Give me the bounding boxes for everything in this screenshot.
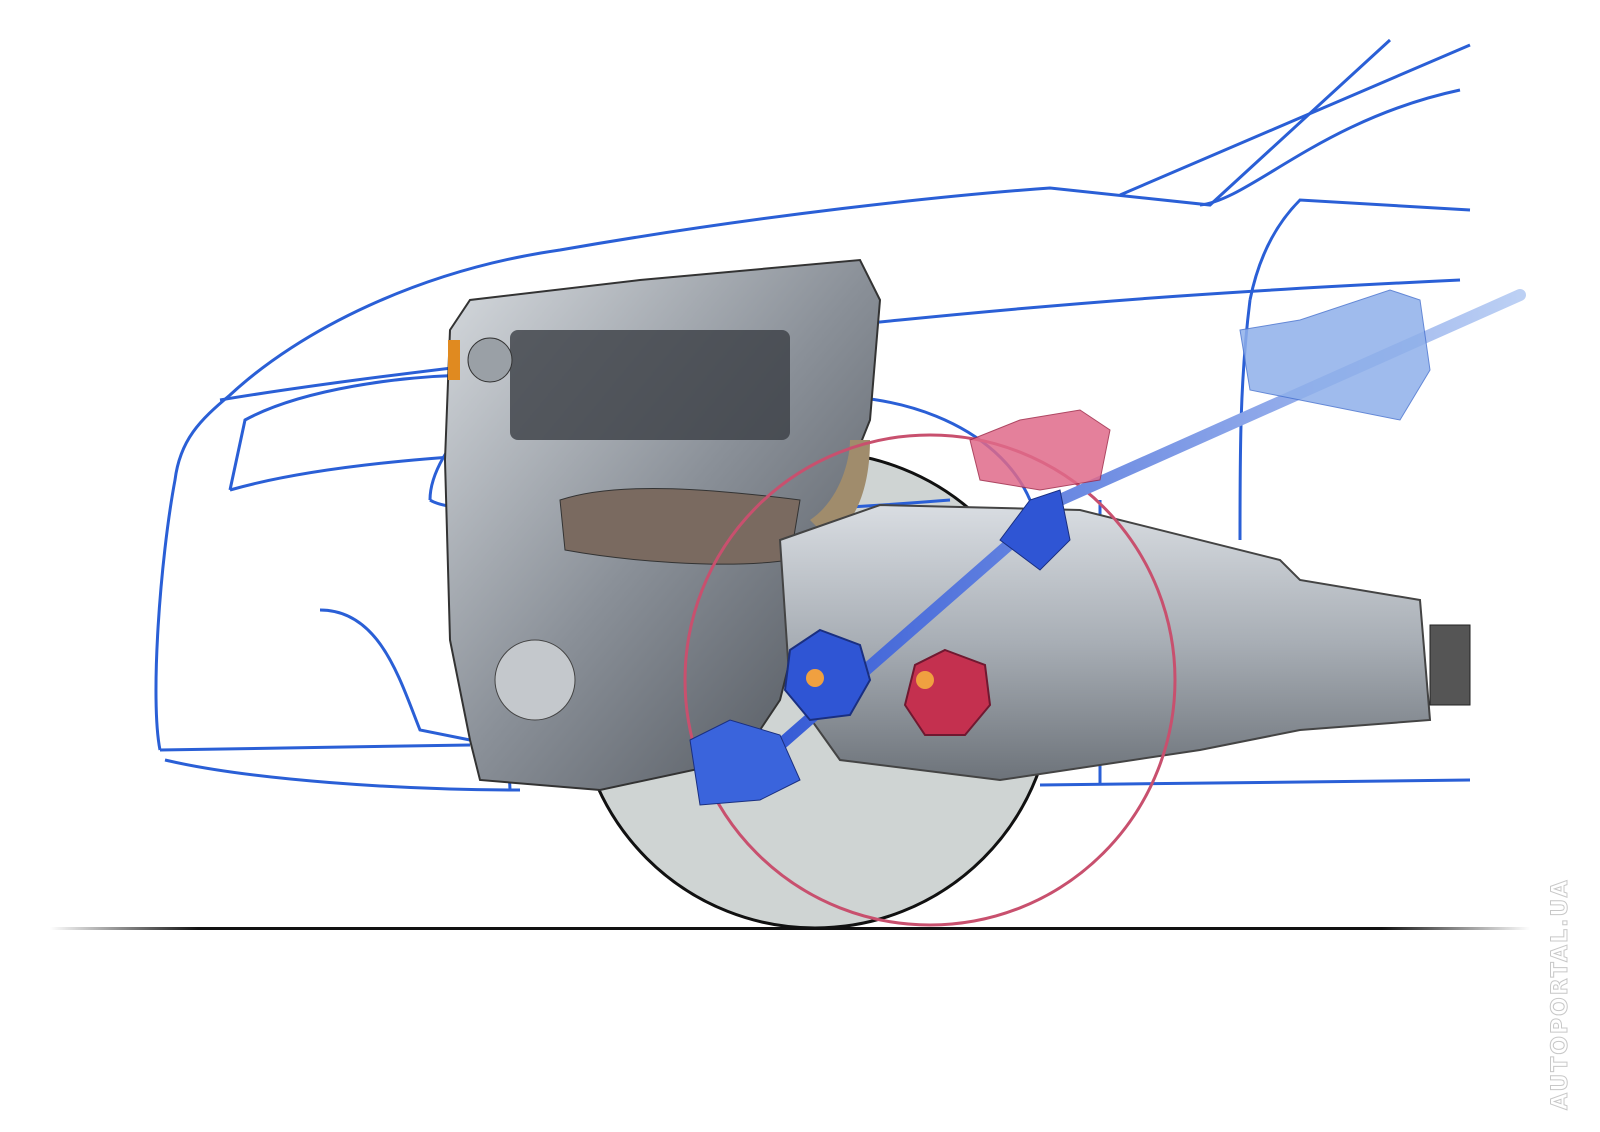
transmission [778, 503, 1432, 782]
watermark: AUTOPORTAL.UA [1548, 878, 1574, 1111]
ground-line [50, 927, 1530, 930]
rear-hub [903, 648, 992, 736]
engine [443, 258, 882, 792]
steering-boot [999, 489, 1071, 571]
steering-rack [689, 719, 801, 806]
brake-booster-red [969, 409, 1111, 491]
pedal-box [1239, 289, 1431, 421]
front-hub [783, 628, 872, 722]
transmission-output-flange [1429, 624, 1471, 706]
rear-wheel-circle [683, 433, 1177, 927]
